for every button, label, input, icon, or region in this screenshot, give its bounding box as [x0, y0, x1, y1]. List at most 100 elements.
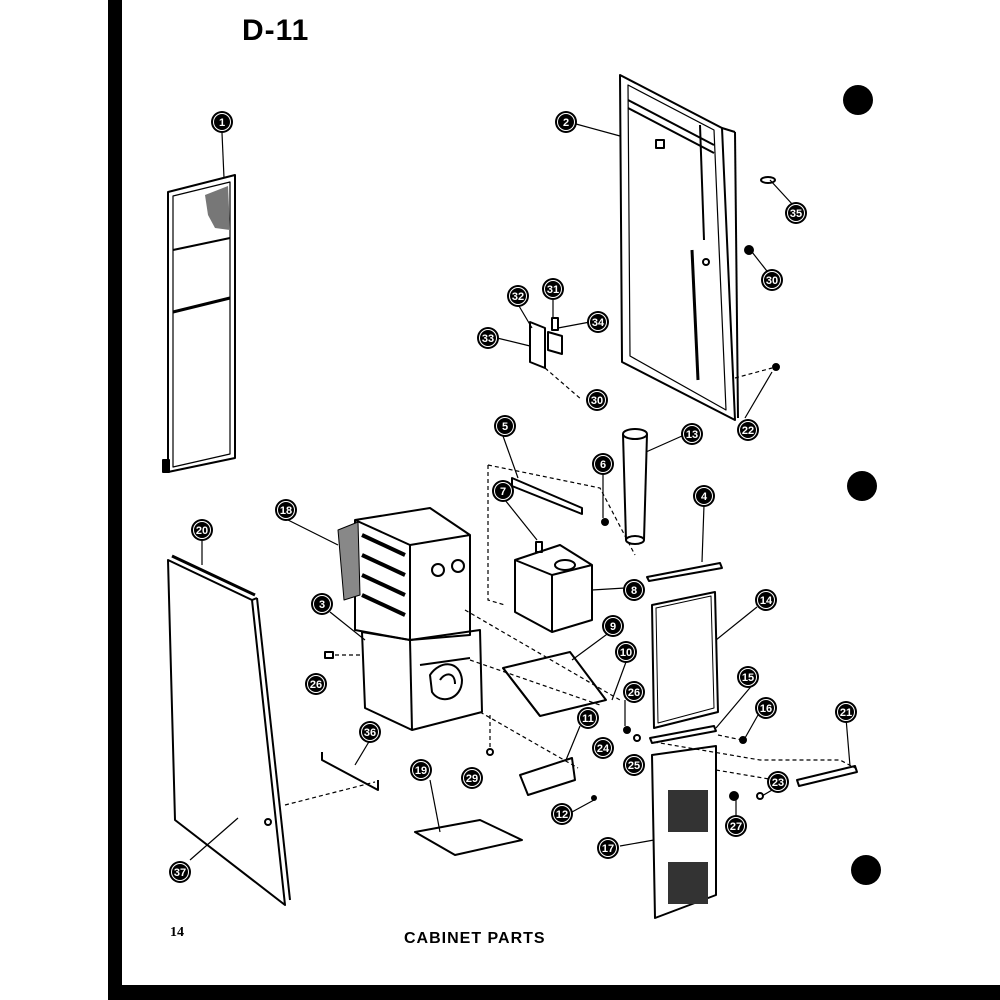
callout-c37: 37 [169, 861, 191, 883]
callout-c30a: 30 [761, 269, 783, 291]
callout-label: 1 [219, 117, 225, 129]
part-13-vent-pipe [622, 428, 648, 545]
part-11-bracket [519, 757, 576, 796]
callout-label: 4 [701, 491, 708, 503]
callout-c32: 32 [507, 285, 529, 307]
callout-c20: 20 [191, 519, 213, 541]
callout-c26b: 26 [305, 673, 327, 695]
callout-label: 21 [840, 707, 852, 719]
part-9-baffle-shelf [502, 651, 607, 717]
part-14-access-panel [651, 591, 719, 729]
callout-label: 31 [547, 284, 559, 296]
binder-hole-bottom [851, 855, 881, 885]
part-30-screw-upper [744, 245, 754, 255]
callout-c8: 8 [623, 579, 645, 601]
callout-label: 8 [631, 585, 637, 597]
callout-label: 27 [730, 821, 742, 833]
callout-label: 7 [500, 486, 506, 498]
callout-label: 32 [512, 291, 524, 303]
callout-label: 23 [772, 777, 784, 789]
part-6-screw-upper [601, 518, 609, 526]
callout-label: 24 [597, 743, 610, 755]
callout-label: 33 [482, 333, 494, 345]
callout-c4: 4 [693, 485, 715, 507]
callout-label: 36 [364, 727, 376, 739]
callout-c25: 25 [623, 754, 645, 776]
part-5-top-rail [511, 477, 583, 515]
callout-label: 26 [628, 687, 640, 699]
callout-c36: 36 [359, 721, 381, 743]
diagram-caption: CABINET PARTS [404, 930, 546, 947]
part-35-clip [760, 176, 776, 184]
callout-label: 29 [466, 773, 478, 785]
callout-label: 9 [610, 621, 616, 633]
callout-c17: 17 [597, 837, 619, 859]
callout-label: 13 [686, 429, 698, 441]
callout-label: 35 [790, 208, 802, 220]
part-32-switch-bracket [529, 317, 563, 369]
callout-label: 10 [620, 647, 632, 659]
callout-c19: 19 [410, 759, 432, 781]
part-4-filter-rail [646, 562, 723, 582]
callout-label: 3 [319, 599, 325, 611]
callout-c7: 7 [492, 480, 514, 502]
callout-label: 22 [742, 425, 754, 437]
callout-c21: 21 [835, 701, 857, 723]
callout-c14: 14 [755, 589, 777, 611]
part-20-side-panel [167, 554, 291, 906]
callout-c35: 35 [785, 202, 807, 224]
callout-c27: 27 [725, 815, 747, 837]
callout-c1: 1 [211, 111, 233, 133]
callout-c5: 5 [494, 415, 516, 437]
callout-label: 6 [600, 459, 606, 471]
callout-label: 5 [502, 421, 508, 433]
callout-label: 2 [563, 117, 569, 129]
part-15-strip [649, 725, 717, 744]
part-17-louvered-door [651, 745, 717, 919]
part-1-filter-panel [162, 174, 236, 473]
callout-label: 34 [592, 317, 605, 329]
callout-label: 16 [760, 703, 772, 715]
callout-c10: 10 [615, 641, 637, 663]
callout-c13: 13 [681, 423, 703, 445]
left-scan-border [108, 0, 122, 1000]
callout-c11: 11 [577, 707, 599, 729]
part-25-washer [633, 734, 641, 742]
callout-label: 37 [174, 867, 186, 879]
bottom-scan-border [108, 985, 1000, 1000]
part-2-upper-door [619, 74, 739, 421]
callout-c15: 15 [737, 666, 759, 688]
part-18-heat-exchanger [337, 507, 471, 641]
callout-label: 15 [742, 672, 754, 684]
diagram-title: D-11 [242, 14, 310, 47]
callout-c18: 18 [275, 499, 297, 521]
callout-label: 30 [591, 395, 603, 407]
part-29-screw [324, 651, 334, 659]
callout-label: 30 [766, 275, 778, 287]
part-3-burner-compartment [361, 629, 483, 731]
callout-label: 20 [196, 525, 208, 537]
callout-label: 14 [760, 595, 773, 607]
callout-c3: 3 [311, 593, 333, 615]
callout-label: 18 [280, 505, 292, 517]
callout-c31: 31 [542, 278, 564, 300]
part-24-screw [623, 726, 631, 734]
callout-label: 17 [602, 843, 614, 855]
callout-c26a: 26 [623, 681, 645, 703]
callout-c2: 2 [555, 111, 577, 133]
part-12-screw [591, 795, 597, 801]
part-36-bracket [321, 752, 379, 791]
callout-c22a: 22 [737, 419, 759, 441]
callout-c33: 33 [477, 327, 499, 349]
part-26-screw-left [486, 748, 494, 756]
page-number: 14 [170, 925, 184, 940]
callout-label: 12 [556, 809, 568, 821]
callout-c9: 9 [602, 615, 624, 637]
binder-hole-top [843, 85, 873, 115]
part-27-screw [729, 791, 739, 801]
callout-label: 19 [415, 765, 427, 777]
part-22-screw-upper [772, 363, 780, 371]
part-8-draft-hood [514, 541, 593, 633]
callout-c23: 23 [767, 771, 789, 793]
leader-lines [189, 123, 851, 861]
